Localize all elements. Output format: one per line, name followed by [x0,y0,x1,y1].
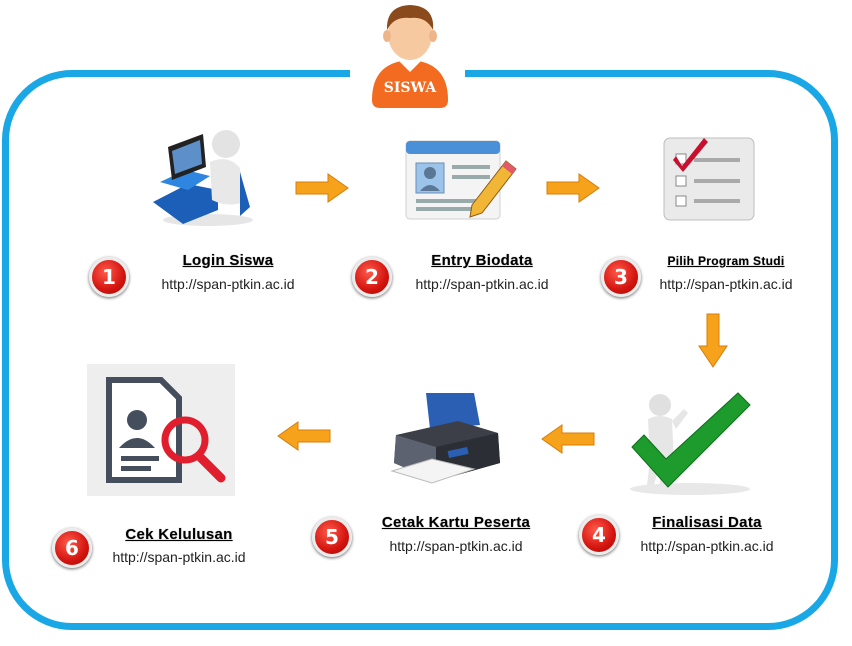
step-title: Finalisasi Data [652,514,762,531]
arrow-right-icon [546,173,600,203]
step-url: http://span-ptkin.ac.id [659,276,793,292]
step-title: Pilih Program Studi [667,254,785,268]
step-url: http://span-ptkin.ac.id [389,538,523,554]
student-avatar-icon: SISWA [372,5,448,108]
step-title: Login Siswa [182,252,274,269]
arrow-left-icon [277,421,331,451]
laptop-user-icon [153,130,253,226]
biodata-card-icon [405,140,517,220]
step-title: Cetak Kartu Peserta [381,514,531,531]
step-url: http://span-ptkin.ac.id [161,276,295,292]
checklist-icon [663,137,755,221]
step-number-badge: 1 [89,257,129,297]
step-title: Cek Kelulusan [125,526,233,543]
student-label: SISWA [384,80,438,96]
checkmark-person-icon [630,392,751,495]
arrow-right-icon [295,173,349,203]
arrow-down-icon [698,313,728,368]
step-number-badge: 3 [601,257,641,297]
step-number-badge: 6 [52,528,92,568]
arrow-left-icon [541,424,595,454]
step-url: http://span-ptkin.ac.id [415,276,549,292]
step-number-badge: 2 [352,257,392,297]
step-url: http://span-ptkin.ac.id [640,538,774,554]
step-number-badge: 5 [312,517,352,557]
printer-icon [390,393,500,484]
step-title: Entry Biodata [431,252,533,269]
step-url: http://span-ptkin.ac.id [112,549,246,565]
document-search-icon [87,364,235,496]
step-number-badge: 4 [579,515,619,555]
